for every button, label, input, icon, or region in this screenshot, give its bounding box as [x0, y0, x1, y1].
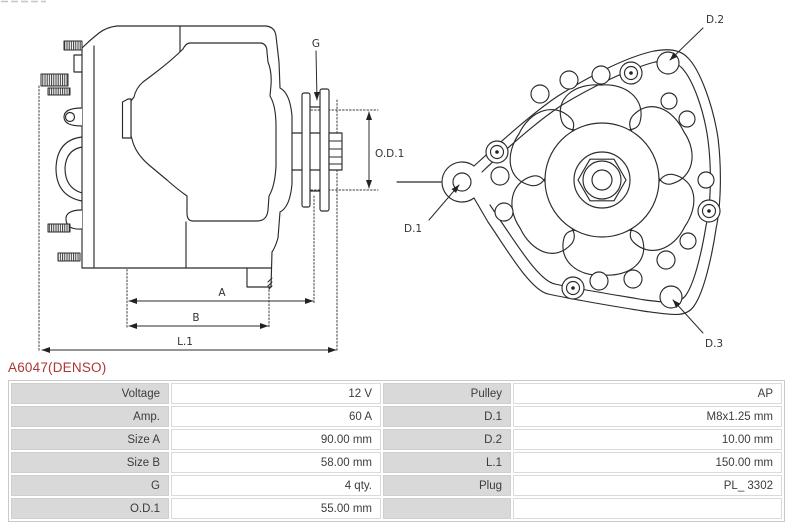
rear-lug	[121, 98, 132, 139]
spec-label-cell: G	[11, 475, 169, 496]
spec-label-cell: D.2	[383, 429, 511, 450]
spec-label-cell: L.1	[383, 452, 511, 473]
spec-row: O.D.1 55.00 mm	[11, 498, 782, 519]
spec-value-cell	[513, 498, 782, 519]
technical-drawing: G O.D.1 A B L.1	[1, 0, 724, 353]
spec-value-cell: 4 qty.	[171, 475, 381, 496]
dim-label-l1: L.1	[177, 336, 193, 348]
spec-label-cell: Plug	[383, 475, 511, 496]
dim-label-od1: O.D.1	[375, 148, 404, 160]
spec-value-cell: 55.00 mm	[171, 498, 381, 519]
spec-label-cell: Size B	[11, 452, 169, 473]
vent-holes	[490, 65, 715, 291]
spec-value-cell: M8x1.25 mm	[513, 406, 782, 427]
spec-value-cell: PL_ 3302	[513, 475, 782, 496]
dim-label-d2: D.2	[706, 14, 724, 26]
dim-label-g: G	[312, 38, 320, 50]
spec-row: Size A 90.00 mm D.2 10.00 mm	[11, 429, 782, 450]
spec-row: Voltage 12 V Pulley AP	[11, 383, 782, 404]
inner-profile	[130, 42, 277, 222]
spec-value-cell: 12 V	[171, 383, 381, 404]
spec-label-cell	[383, 498, 511, 519]
shaft-threads	[328, 140, 343, 165]
spec-label-cell: Voltage	[11, 383, 169, 404]
hole-d2	[656, 51, 680, 75]
front-view: D.2 D.3 D.1	[396, 14, 724, 350]
spec-row: Size B 58.00 mm L.1 150.00 mm	[11, 452, 782, 473]
hub	[544, 122, 660, 238]
spec-row: G 4 qty. Plug PL_ 3302	[11, 475, 782, 496]
part-number-title: A6047(DENSO)	[8, 360, 107, 375]
rear-terminal	[73, 54, 83, 73]
spec-table: Voltage 12 V Pulley AP Amp. 60 A D.1 M8x…	[9, 381, 784, 521]
dim-label-a: A	[218, 287, 226, 299]
spec-row: Amp. 60 A D.1 M8x1.25 mm	[11, 406, 782, 427]
spec-value-cell: 10.00 mm	[513, 429, 782, 450]
spec-value-cell: 90.00 mm	[171, 429, 381, 450]
spec-value-cell: AP	[513, 383, 782, 404]
spec-value-cell: 58.00 mm	[171, 452, 381, 473]
side-view: G O.D.1 A B L.1	[38, 25, 404, 353]
spec-value-cell: 150.00 mm	[513, 452, 782, 473]
leader-lines	[428, 27, 704, 334]
dim-label-b: B	[192, 312, 199, 324]
spec-table-wrapper: Voltage 12 V Pulley AP Amp. 60 A D.1 M8x…	[8, 380, 785, 522]
spec-label-cell: D.1	[383, 406, 511, 427]
hole-d3	[659, 285, 683, 309]
rear-bump-top	[63, 107, 83, 127]
pulley	[301, 88, 343, 212]
dimension-lines	[41, 50, 372, 353]
spec-label-cell: O.D.1	[11, 498, 169, 519]
dim-label-d1: D.1	[404, 223, 422, 235]
spec-label-cell: Pulley	[383, 383, 511, 404]
rear-bulge	[55, 136, 83, 202]
threaded-studs	[40, 40, 83, 262]
spec-label-cell: Size A	[11, 429, 169, 450]
spec-value-cell: 60 A	[171, 406, 381, 427]
spec-label-cell: Amp.	[11, 406, 169, 427]
rivets	[485, 61, 721, 300]
dim-label-d3: D.3	[705, 338, 723, 350]
